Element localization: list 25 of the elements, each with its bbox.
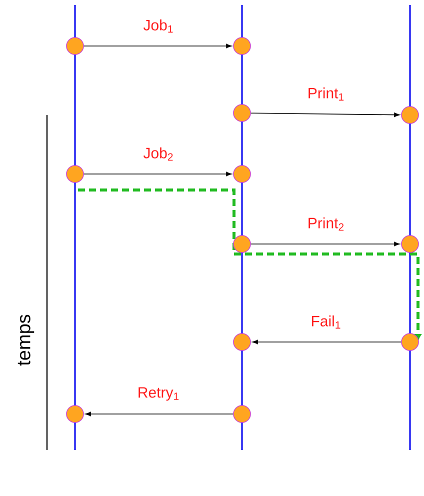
event-dot (401, 235, 419, 253)
message-label: Print$_{1}$ (308, 87, 344, 101)
message-label: Job$_{2}$ (143, 147, 173, 161)
arrow (84, 172, 232, 176)
arrow (84, 44, 232, 48)
message-label: Job$_{1}$ (143, 19, 173, 33)
event-dot (233, 165, 251, 183)
event-dot (233, 104, 251, 122)
event-dot (66, 165, 84, 183)
message-label: Retry$_{1}$ (138, 387, 179, 401)
event-dot (233, 405, 251, 423)
event-dot (233, 37, 251, 55)
message-label: Print$_{2}$ (308, 217, 344, 231)
arrow (250, 242, 400, 246)
event-dot (401, 333, 419, 351)
message-label: Fail$_{1}$ (312, 315, 340, 329)
arrow (252, 340, 402, 344)
event-dot (233, 235, 251, 253)
event-dot (66, 37, 84, 55)
event-dot (401, 106, 419, 124)
event-dot (233, 333, 251, 351)
arrow (250, 112, 400, 118)
event-dot (66, 405, 84, 423)
arrow (85, 412, 234, 416)
axis-label: temps (18, 314, 34, 366)
